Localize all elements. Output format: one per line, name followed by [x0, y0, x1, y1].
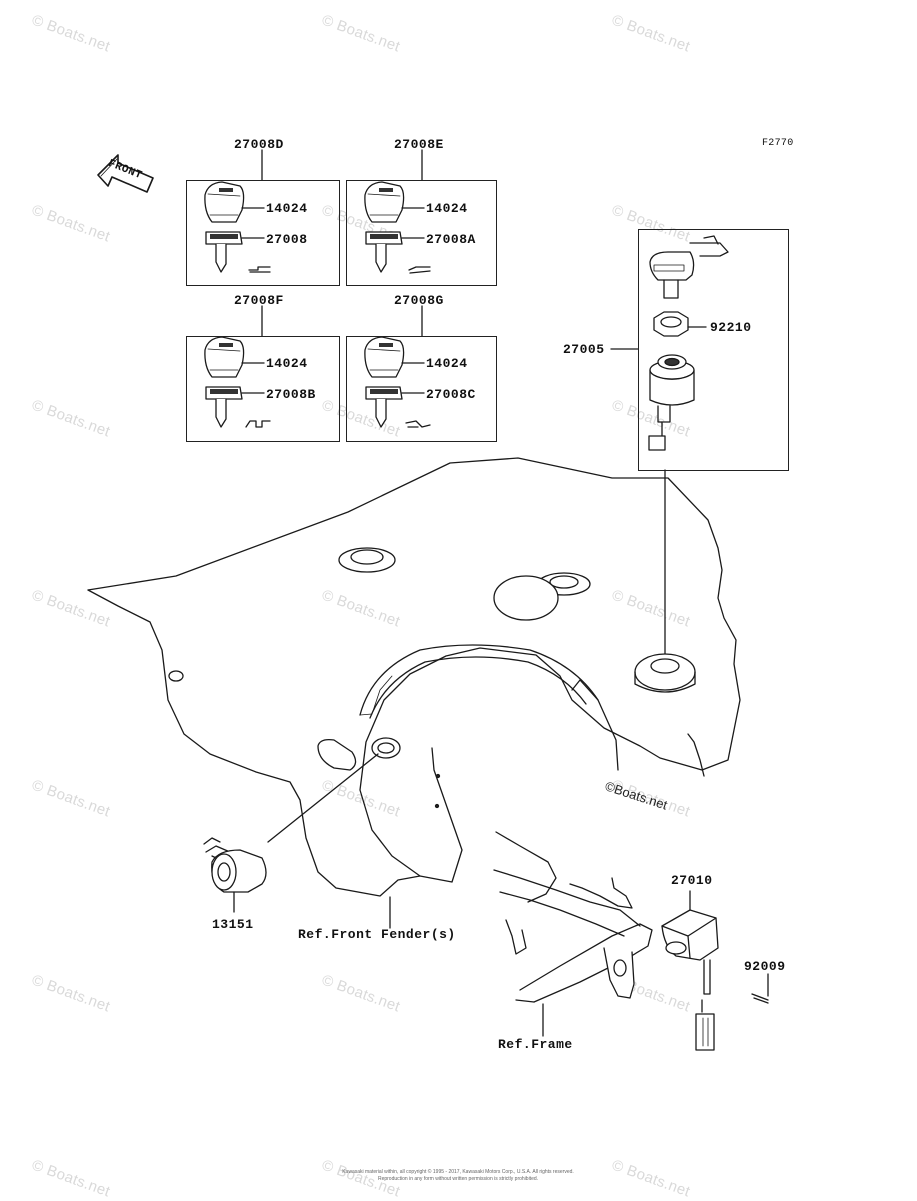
- switch-13151-drawing: [203, 837, 267, 913]
- fender-body-drawing: [87, 457, 741, 897]
- assembly-label[interactable]: 27008E: [394, 137, 444, 152]
- part-label[interactable]: 14024: [266, 201, 308, 216]
- assembly-label[interactable]: 27008D: [234, 137, 284, 152]
- copyright-notice: Kawasaki material within, all copyright …: [258, 1169, 658, 1182]
- part-label[interactable]: 14024: [426, 356, 468, 371]
- key-set-drawing: [204, 336, 271, 428]
- leader-line: [267, 753, 379, 843]
- ignition-switch-box: [638, 229, 789, 471]
- copyright-line: Kawasaki material within, all copyright …: [342, 1169, 574, 1175]
- part-label[interactable]: 27008C: [426, 387, 476, 402]
- part-label[interactable]: 27008B: [266, 387, 316, 402]
- part-label[interactable]: 27010: [671, 873, 713, 888]
- part-label[interactable]: 27008A: [426, 232, 476, 247]
- switch-27010-drawing: [661, 890, 769, 1051]
- assembly-label[interactable]: 27008F: [234, 293, 284, 308]
- part-label[interactable]: 92009: [744, 959, 786, 974]
- frame-drawing: [389, 831, 653, 1037]
- assembly-label[interactable]: 27008G: [394, 293, 444, 308]
- key-set-box: [346, 336, 497, 442]
- assembly-label[interactable]: 27005: [563, 342, 605, 357]
- part-label[interactable]: 27008: [266, 232, 308, 247]
- key-set-box: [346, 180, 497, 286]
- key-set-drawing: [364, 336, 431, 428]
- key-set-box: [186, 180, 340, 286]
- key-set-drawing: [204, 181, 271, 273]
- part-label[interactable]: 14024: [266, 356, 308, 371]
- ignition-switch-drawing: [610, 235, 729, 451]
- part-label[interactable]: 13151: [212, 917, 254, 932]
- part-label[interactable]: 14024: [426, 201, 468, 216]
- reference-label: Ref.Front Fender(s): [298, 927, 456, 942]
- key-set-drawing: [364, 181, 431, 274]
- figure-code: F2770: [762, 138, 794, 149]
- part-label[interactable]: 92210: [710, 320, 752, 335]
- reference-label: Ref.Frame: [498, 1037, 573, 1052]
- front-arrow-icon: [97, 154, 154, 193]
- copyright-line: Reproduction in any form without written…: [377, 1175, 539, 1182]
- key-set-box: [186, 336, 340, 442]
